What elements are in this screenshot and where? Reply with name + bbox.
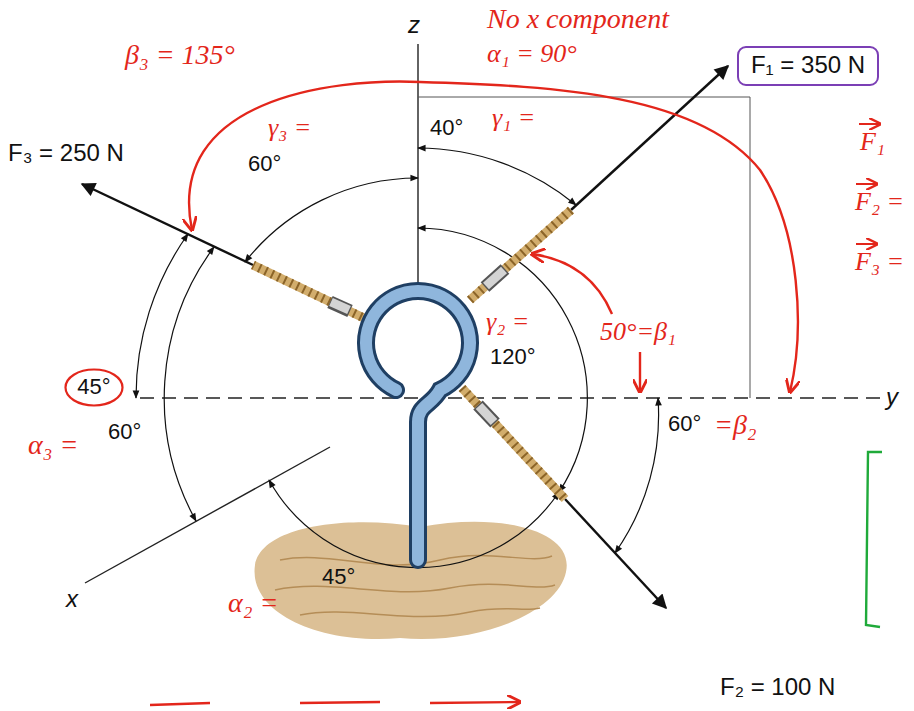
red-pointer [639,352,641,392]
label-text: α₃ = [28,430,78,461]
label-text: γ₂ = [486,308,529,337]
force-arrow [571,66,728,210]
ferrule [485,269,505,287]
axis-label: x [66,586,78,612]
y-axis [140,397,880,398]
label-text: F₂ = [855,188,904,217]
ferrule [486,270,504,286]
z-axis [417,44,418,282]
label-text: y [886,384,898,410]
label-text: 45° [322,565,355,589]
direction-angle-note: 50°=β₁ [600,318,676,347]
circled-angle: 45° [64,368,124,407]
angle-arc [615,398,659,553]
rope-twist [470,210,571,300]
direction-angle-note: γ₁ = [492,104,535,133]
annotation-note: No x component [487,4,669,35]
label-text: F₁ [860,128,885,157]
axis-label: y [886,384,898,410]
ring-eyebolt [366,291,470,560]
label-text: 40° [430,116,463,140]
label-text: F₃ = 250 N [8,140,124,166]
direction-angle-note: β₃ = 135° [125,40,235,71]
red-pointer [532,254,612,314]
ferrule [479,406,494,422]
label-text: α₂ = [228,588,278,619]
node-text: F₁ = 350 N [749,52,867,78]
wood-grain [300,608,540,617]
ferrule [330,302,350,311]
direction-angle-note: =β₂ [714,410,757,441]
direction-angle-note: γ₂ = [486,308,529,337]
rope-twist [253,265,368,320]
force-arrow [565,499,666,608]
direction-angle-note: α₃ = [28,430,78,461]
red-angle-arc [189,82,798,392]
rope [462,388,565,499]
angle-arc [245,178,418,262]
vector-arrow [856,183,877,185]
label-text: No x component [487,4,669,35]
direction-angle-note: γ₃ = [268,114,311,143]
label-text: =β₂ [714,410,757,441]
label-text: β₃ = 135° [125,40,235,71]
green-bracket [866,452,882,627]
force-magnitude-box: F₁ = 350 N [737,46,879,86]
label-text: 120° [490,345,536,369]
label-text: z [408,12,420,38]
red-stroke [430,702,520,703]
vector-arrow [856,243,877,245]
angle-arc [418,228,587,492]
label-text: γ₃ = [268,114,311,143]
label-text: α₁ = 90° [487,40,577,69]
x-axis [85,447,330,583]
vector-note: F₂ = [855,188,904,217]
direction-angle-note: α₂ = [228,588,278,619]
label-text: 50°=β₁ [600,318,676,347]
ferrule [331,302,349,310]
node-text: 45° [76,375,112,399]
force-label: F₃ = 250 N [8,140,124,166]
angle-arc [418,148,576,205]
vector-arrow [859,123,880,125]
circled-mark [66,370,123,406]
label-text: F₃ = [855,248,904,277]
label-text: 60° [108,420,141,444]
axis-label: z [408,12,420,38]
ferrule [478,405,495,423]
angle-label: 60° [108,420,141,444]
rope-twist [462,388,565,499]
vector-note: F₁ [860,128,885,157]
vector-note: F₃ = [855,248,904,277]
label-text: γ₁ = [492,104,535,133]
force-arrow [82,184,253,265]
direction-angle-note: α₁ = 90° [487,40,577,69]
wood-grain [275,584,555,591]
rope [470,210,571,300]
ring-eyebolt [366,291,470,560]
label-text: 60° [248,152,281,176]
angle-label: 45° [322,565,355,589]
angle-label: 120° [490,345,536,369]
label-text: F₂ = 100 N [720,674,835,700]
angle-label: 60° [668,412,701,436]
angle-label: 60° [248,152,281,176]
force-label: F₂ = 100 N [720,674,835,700]
angle-arc [136,234,188,398]
angle-arc [164,247,214,521]
angle-label: 40° [430,116,463,140]
label-text: 60° [668,412,701,436]
rope [253,265,368,320]
red-stroke [150,702,380,705]
label-text: x [66,586,78,612]
